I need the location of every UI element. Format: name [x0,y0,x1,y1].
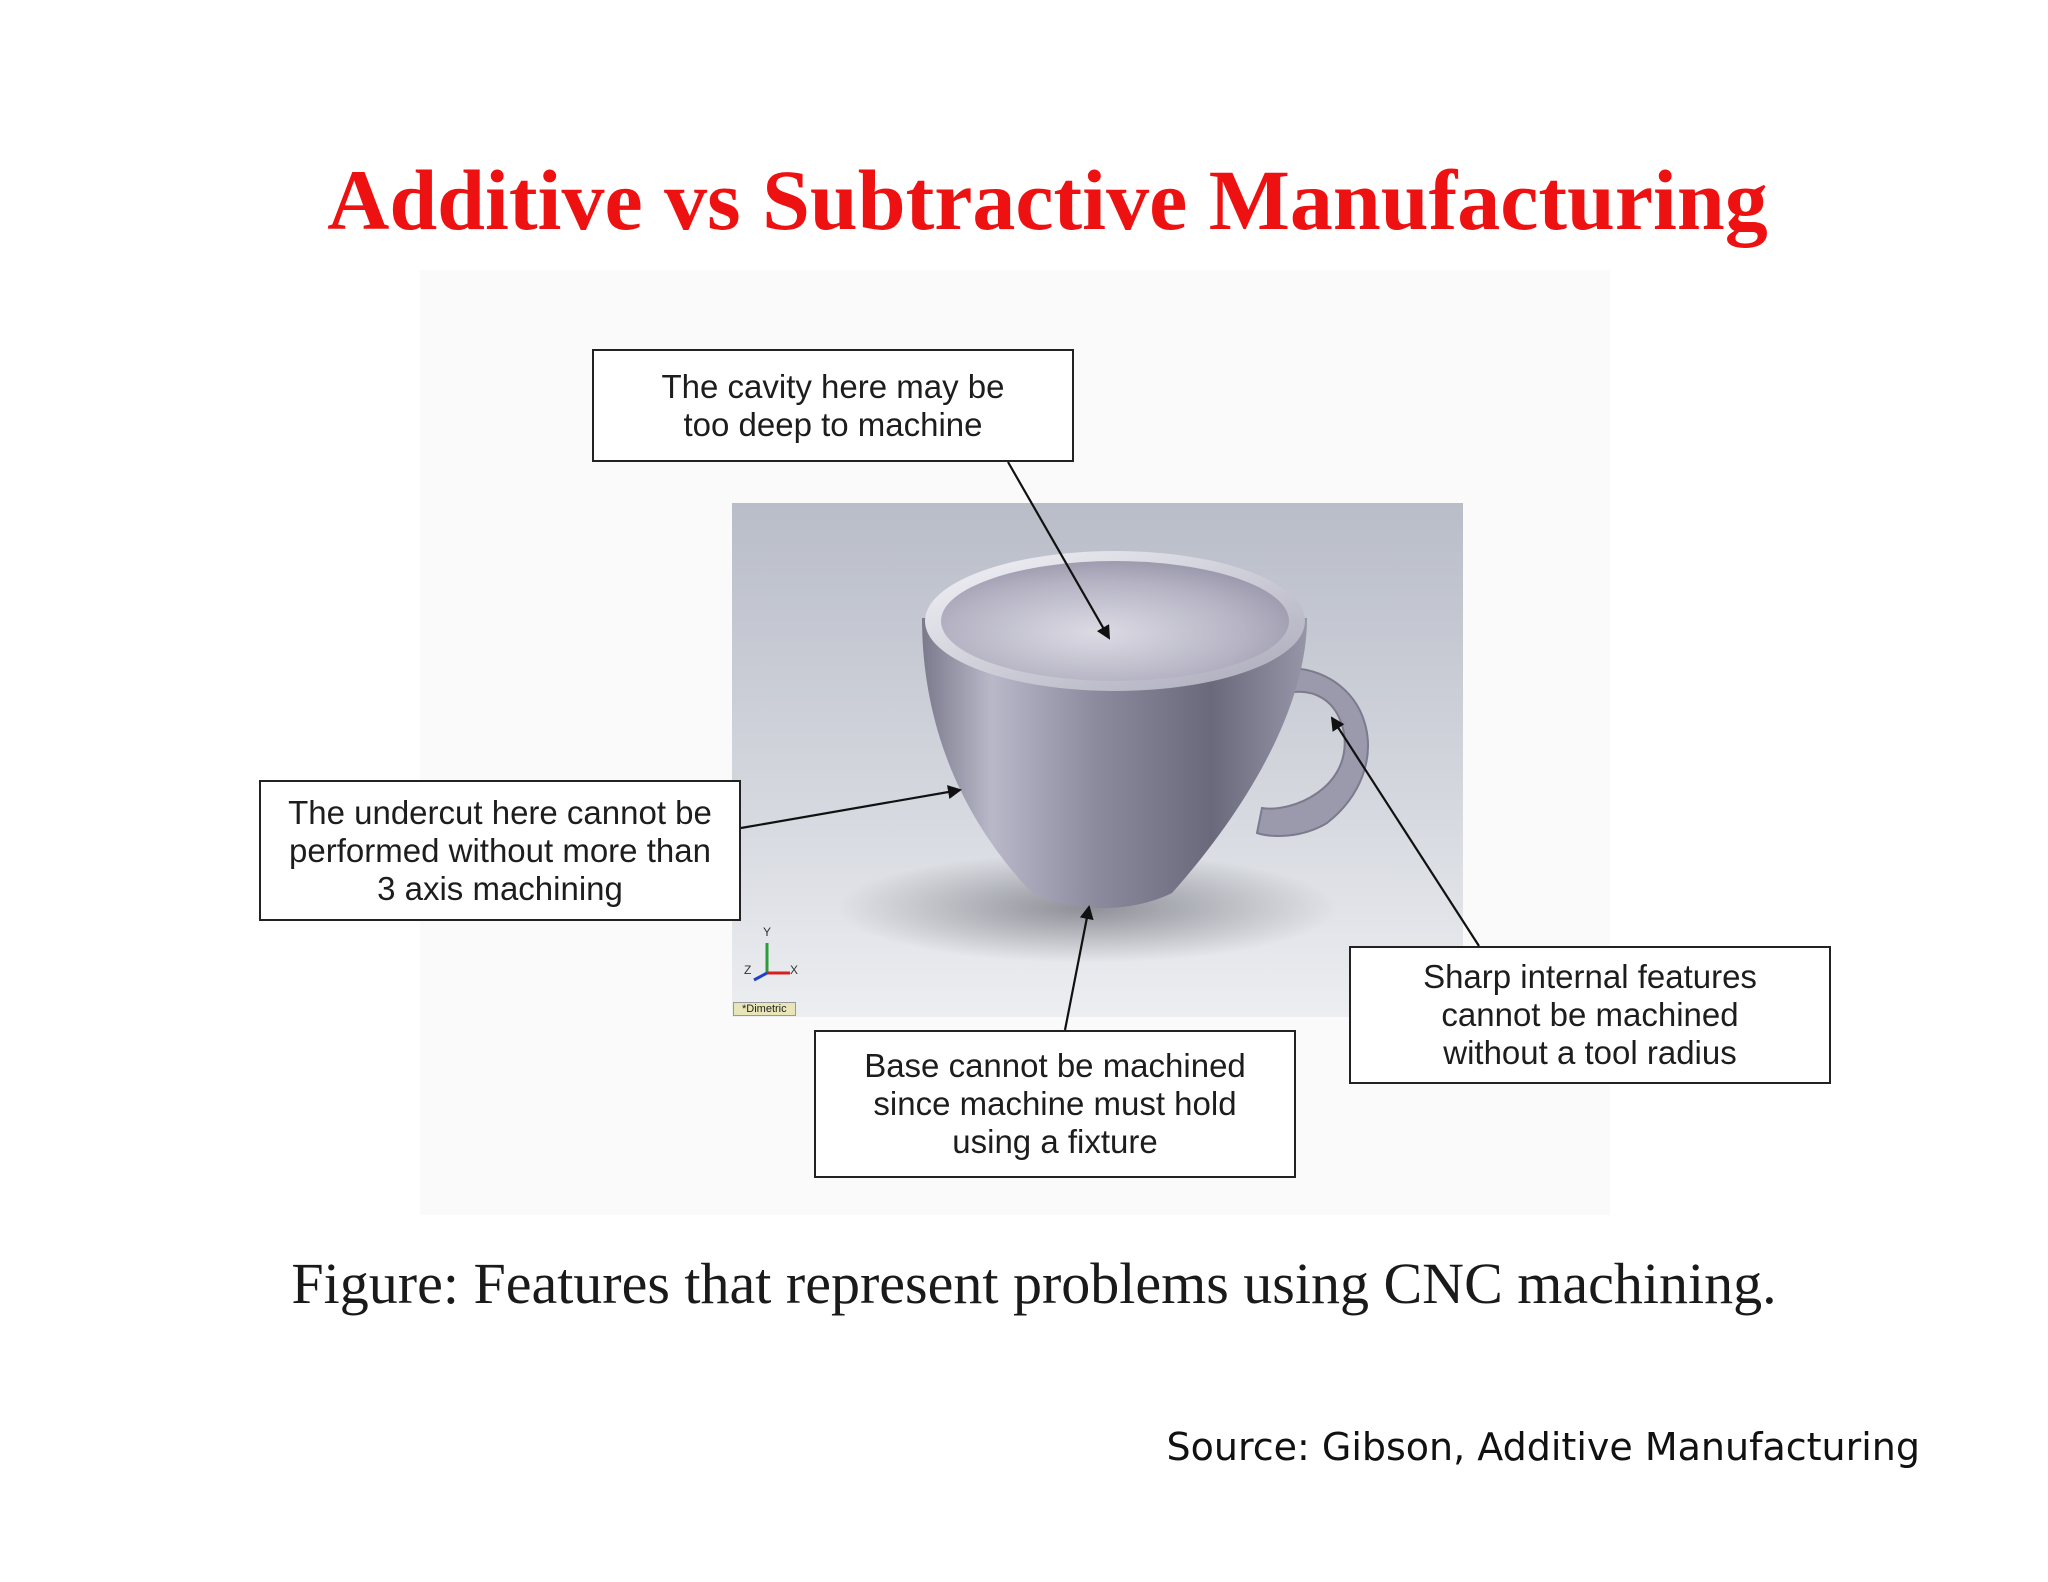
callout-base: Base cannot be machined since machine mu… [814,1030,1296,1178]
arrow-cavity [1007,461,1110,640]
figure-caption: Figure: Features that represent problems… [291,1251,1777,1316]
arrow-undercut [740,785,962,830]
slide-title: Additive vs Subtractive Manufacturing [327,152,1768,248]
callout-cavity: The cavity here may be too deep to machi… [592,349,1074,462]
callout-sharp: Sharp internal features cannot be machin… [1349,946,1831,1084]
triad-x-label: X [790,963,799,977]
arrow-base [1063,905,1094,1031]
callout-sharp-text: Sharp internal features cannot be machin… [1423,958,1757,1071]
callout-undercut: The undercut here cannot be performed wi… [259,780,741,921]
triad-z-label: Z [744,963,752,977]
callout-undercut-text: The undercut here cannot be performed wi… [288,793,712,907]
source-citation: Source: Gibson, Additive Manufacturing [1166,1425,1920,1469]
arrow-sharp [1330,716,1480,947]
triad-y-label: Y [763,925,772,939]
coordinate-triad-icon [753,943,790,982]
view-orientation-label: *Dimetric [733,1002,796,1016]
callout-cavity-text: The cavity here may be too deep to machi… [661,367,1005,443]
cup-render-image [732,503,1463,1017]
callout-base-text: Base cannot be machined since machine mu… [864,1047,1246,1160]
